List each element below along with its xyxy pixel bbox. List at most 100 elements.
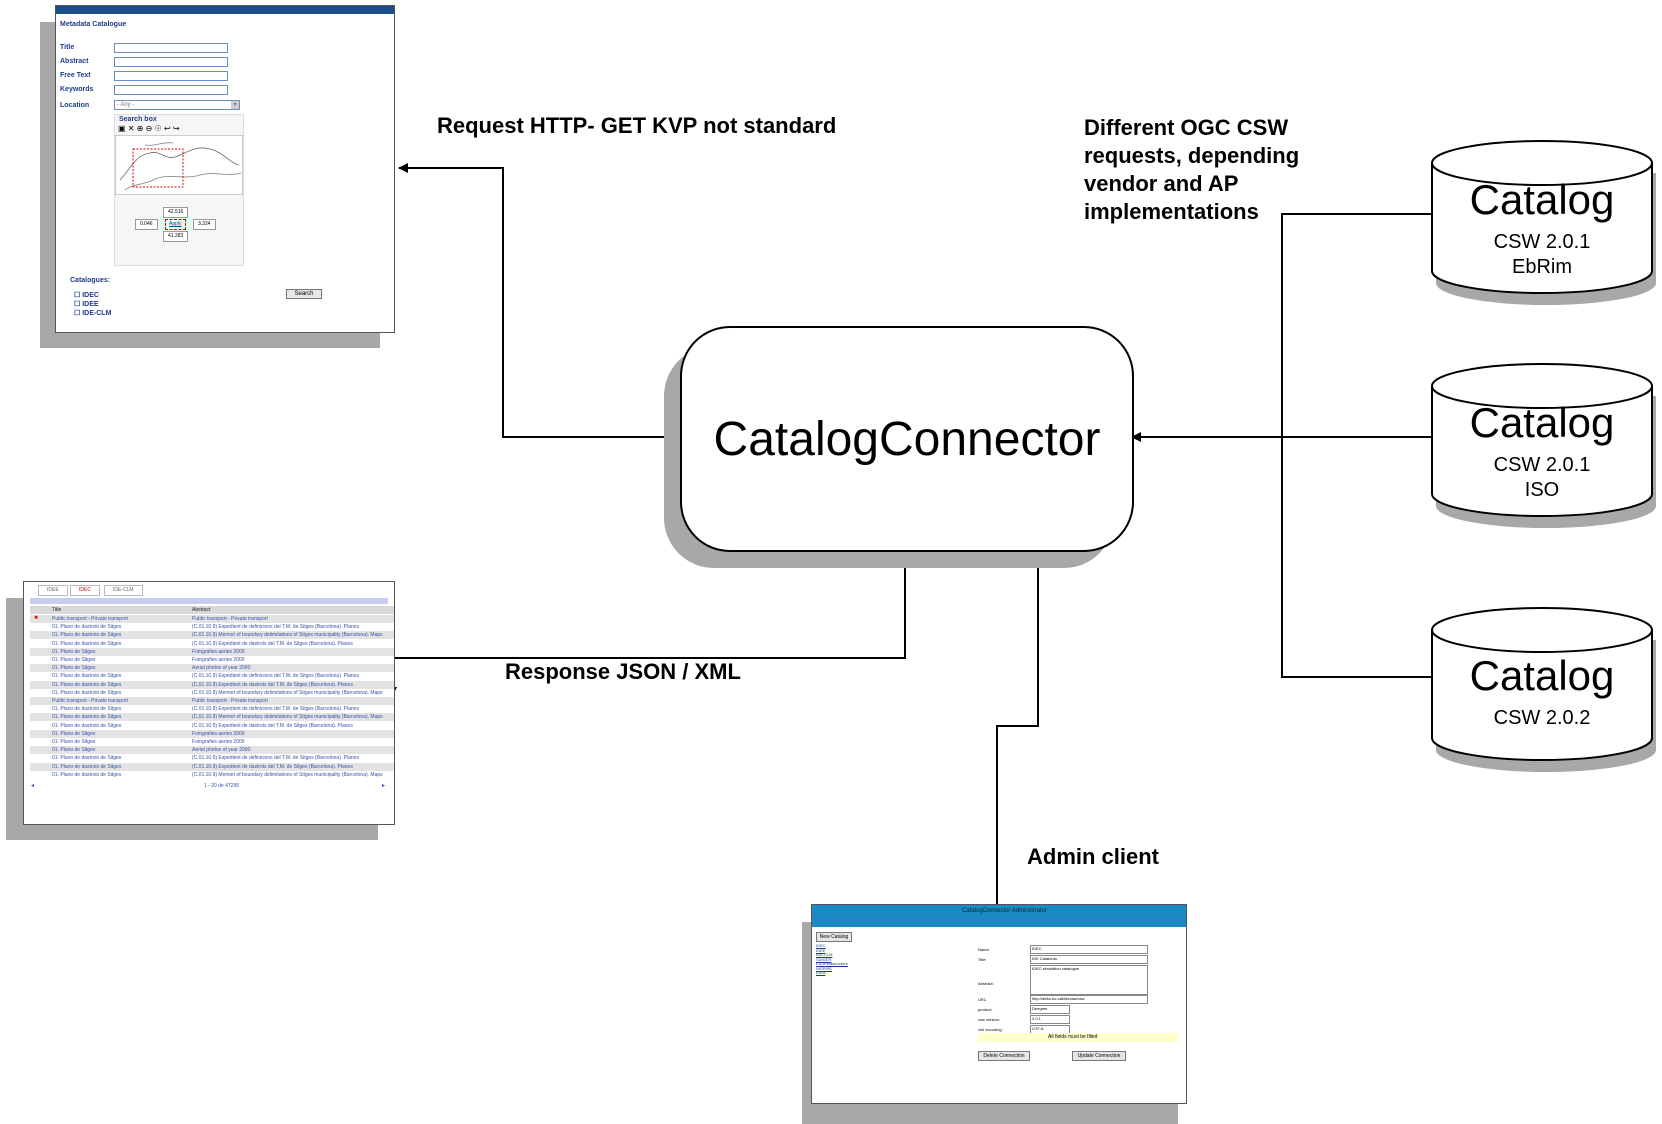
map-image[interactable] [115, 135, 243, 195]
table-row[interactable]: 01. Plano de dastrols de Sitges(C.01.10.… [30, 680, 394, 689]
table-row[interactable]: Public transport - Private transport Publ… [30, 697, 394, 705]
row-title[interactable]: 01. Plano de dastrols de Sitges [52, 755, 122, 762]
tab-idee[interactable]: IDEE [38, 585, 68, 596]
catalog-branch-bottom [1281, 437, 1449, 682]
catalogue-checkbox-ide-clm[interactable]: ☐ IDE-CLM [74, 310, 112, 317]
title-input[interactable] [114, 43, 228, 53]
admin-catalog-link[interactable]: IDEA [816, 970, 826, 975]
tab-ide-clm[interactable]: IDE-CLM [104, 585, 143, 596]
delete-connection-button[interactable]: Delete Connection [978, 1051, 1030, 1061]
catalogue-label: IDEE [82, 301, 99, 308]
keywords-input[interactable] [114, 85, 228, 95]
scroll-left-icon[interactable]: ◂ [31, 783, 35, 789]
admin-catalog-link[interactable]: IDEE [816, 947, 826, 953]
admin-catalog-link[interactable]: IDEC [816, 943, 826, 948]
coord-east[interactable]: 3.324 [193, 219, 216, 230]
row-abstract: Public transport - Private transport [192, 698, 268, 704]
location-select[interactable]: - Any - ▾ [114, 100, 240, 110]
table-row[interactable]: 01. Plano de dastrols de Sitges(C.01.10.… [30, 688, 394, 697]
row-abstract: Fotografies aeries 2000 [192, 739, 245, 745]
table-row[interactable]: 01. Plano de Sitges Aerial photos of year… [30, 746, 394, 755]
update-connection-button[interactable]: Update Connection [1072, 1051, 1126, 1061]
table-row[interactable]: 01. Plano de dastrols de Sitges(C.01.10.… [30, 631, 394, 640]
response-label: Response JSON / XML [505, 659, 741, 684]
table-row[interactable]: 01. Plano de dastrols de Sitges(C.01.10.… [30, 754, 394, 763]
table-row[interactable]: 01. Plano de dastrols de Sitges(C.01.10.… [30, 762, 394, 771]
admin-catalog-link[interactable]: IDE-CLM [816, 952, 833, 957]
admin-field-value: IDEC simulation catalogue [1032, 966, 1080, 971]
catalogue-checkbox-idec[interactable]: ☐ IDEC [74, 292, 99, 299]
admin-field-input[interactable]: IDEC [1030, 945, 1148, 954]
row-title[interactable]: 01. Plano de dastrols de Sitges [52, 624, 122, 631]
tab-idec[interactable]: IDEC [70, 585, 100, 596]
row-title[interactable]: 01. Plano de dastrols de Sitges [52, 706, 122, 713]
admin-field-input[interactable]: http://delta.icc.cat/idecsw/csw [1030, 995, 1148, 1004]
row-selected-icon: ✖ [34, 615, 39, 621]
table-row[interactable]: 01. Plano de dastrols de Sitges(C.01.10.… [30, 770, 394, 779]
row-title[interactable]: 01. Plano de dastrols de Sitges [52, 714, 122, 721]
row-title[interactable]: 01. Plano de dastrols de Sitges [52, 640, 122, 647]
row-title[interactable]: 01. Plano de Sitges [52, 730, 96, 737]
catalog-version: CSW 2.0.2 [1493, 707, 1591, 729]
admin-field-input[interactable]: IDE Catalonia [1030, 955, 1148, 964]
table-row[interactable]: 01. Plano de dastrols de Sitges(C.01.10.… [30, 721, 394, 730]
search-window-title: Metadata Catalogue [60, 21, 127, 28]
row-title[interactable]: 01. Plano de Sitges [52, 665, 96, 672]
admin-catalog-link[interactable]: ESDInfrastructure [816, 961, 848, 966]
row-title[interactable]: 01. Plano de Sitges [52, 657, 96, 663]
admin-titlebar: CatalogConnector Administrator [812, 905, 1186, 927]
table-row[interactable]: 01. Plano de dastrols de Sitges(C.01.10.… [30, 705, 394, 714]
table-row[interactable]: 01. Plano de dastrols de Sitges(C.01.10.… [30, 713, 394, 722]
admin-field-input[interactable]: IDEC simulation catalogue [1030, 965, 1148, 995]
row-title[interactable]: 01. Plano de dastrols de Sitges [52, 681, 122, 688]
admin-field-input[interactable]: Deegree [1030, 1005, 1070, 1014]
ogc-line-4: implementations [1084, 199, 1259, 224]
row-title[interactable]: 01. Plano de Sitges [52, 747, 96, 754]
row-title[interactable]: Public transport - Private transport [52, 616, 128, 622]
catalogue-checkbox-idee[interactable]: ☐ IDEE [74, 301, 99, 308]
table-row[interactable]: 01. Plano de dastrols de Sitges(C.01.10.… [30, 639, 394, 648]
coord-north[interactable]: 42.516 [163, 207, 189, 218]
coord-west[interactable]: 0.046 [135, 219, 158, 230]
admin-catalog-link[interactable]: SDIGER [816, 956, 832, 962]
search-box-label: Search box [119, 116, 157, 123]
admin-field-label: csw version: [978, 1017, 1001, 1022]
admin-catalog-link[interactable]: INSPIRE [816, 965, 833, 971]
admin-note: All fields must be filled [1048, 1034, 1098, 1040]
header-title: Title [52, 607, 62, 613]
catalog-ebrim: Catalog CSW 2.0.1 EbRim [1430, 133, 1656, 308]
scroll-right-icon[interactable]: ▸ [382, 783, 386, 789]
search-button[interactable]: Search [286, 289, 322, 299]
table-row[interactable]: 01. Plano de Sitges Fotografies aeries 20… [30, 738, 394, 746]
row-abstract: Aerial photos of year 2000 [192, 747, 251, 754]
apply-link[interactable]: Apply [165, 219, 186, 230]
table-row[interactable]: 01. Plano de dastrols de Sitges(C.01.10.… [30, 672, 394, 681]
row-title[interactable]: 01. Plano de dastrols de Sitges [52, 673, 122, 680]
row-title[interactable]: Public transport - Private transport [52, 698, 128, 704]
table-row[interactable]: 01. Plano de dastrols de Sitges(C.01.10.… [30, 623, 394, 632]
search-window: Metadata Catalogue Title Abstract Free T… [55, 5, 395, 333]
admin-field-label: URL: [978, 997, 988, 1002]
row-title[interactable]: 01. Plano de dastrols de Sitges [52, 689, 122, 696]
row-title[interactable]: 01. Plano de dastrols de Sitges [52, 722, 122, 729]
new-catalog-button[interactable]: New Catalog [816, 932, 852, 942]
row-title[interactable]: 01. Plano de Sitges [52, 648, 96, 655]
row-title[interactable]: 01. Plano de dastrols de Sitges [52, 763, 122, 770]
abstract-input[interactable] [114, 57, 228, 67]
free-text-input[interactable] [114, 71, 228, 81]
row-title[interactable]: 01. Plano de dastrols de Sitges [52, 632, 122, 639]
map-toolbar[interactable]: ▣ ✕ ⊕ ⊖ ☉ ↩ ↪ [118, 124, 180, 133]
admin-field-input[interactable]: 2.0.1 [1030, 1015, 1070, 1024]
row-title[interactable]: 01. Plano de dastrols de Sitges [52, 771, 122, 778]
results-toolbar [30, 598, 388, 604]
coord-south[interactable]: 41.283 [163, 231, 189, 242]
row-title[interactable]: 01. Plano de Sitges [52, 739, 96, 745]
admin-title: CatalogConnector Administrator [962, 908, 1048, 914]
results-window: IDEE IDEC IDE-CLM Title Abstract Public … [23, 581, 395, 825]
admin-field-label: Abstract: [978, 981, 994, 986]
